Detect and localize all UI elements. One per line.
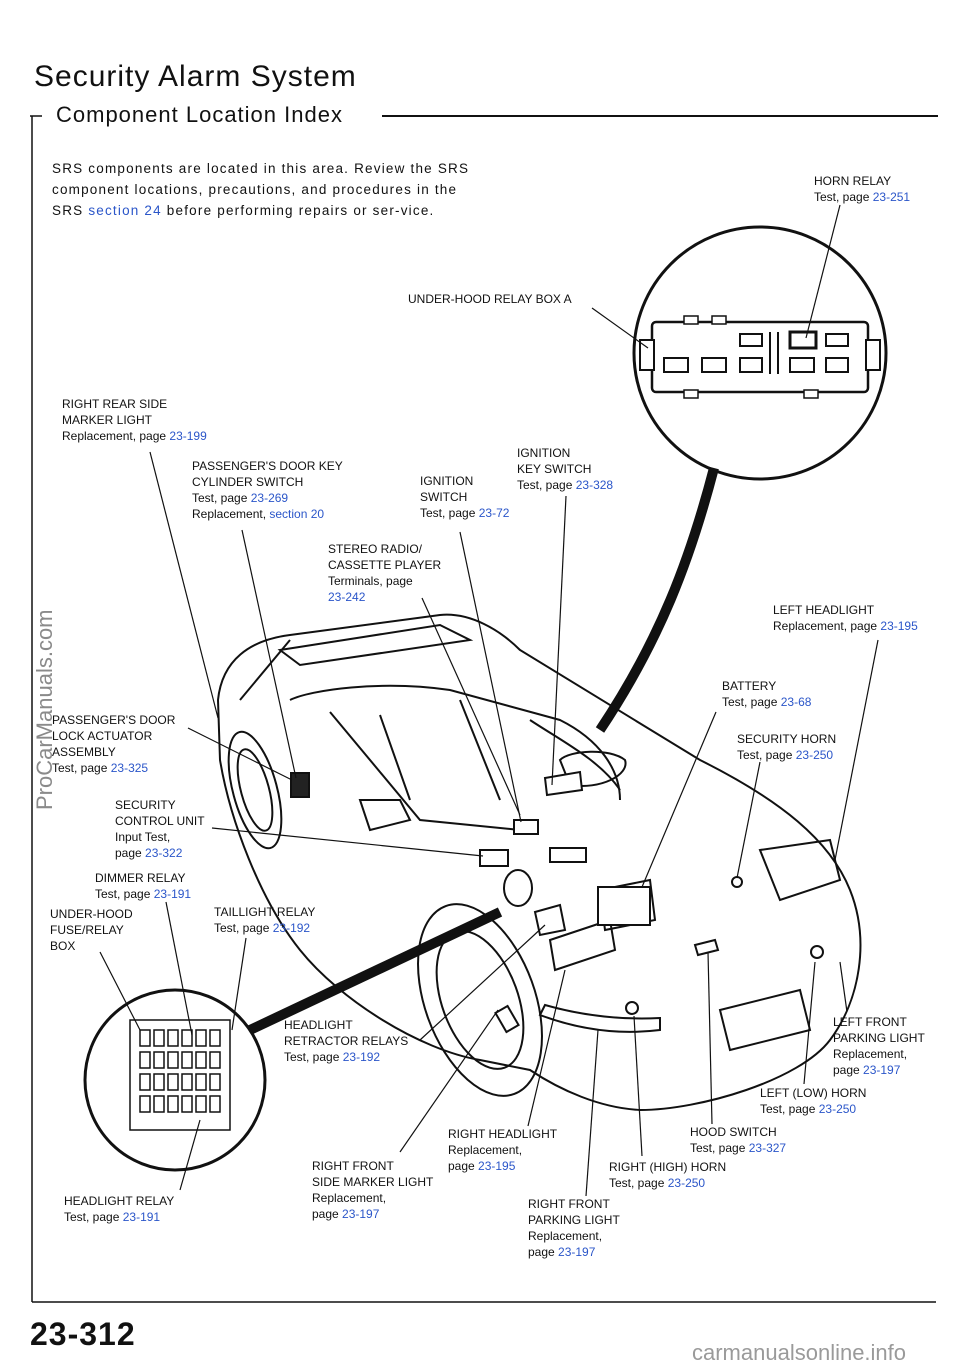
relay-box-a-detail	[632, 225, 888, 481]
intro-paragraph: SRS components are located in this area.…	[52, 158, 482, 221]
ref-link[interactable]: 23-195	[880, 619, 918, 633]
ref-link[interactable]: 23-191	[122, 1210, 161, 1224]
ref-link[interactable]: 23-199	[169, 429, 207, 443]
ref-link[interactable]: 23-197	[342, 1207, 380, 1221]
leader-lines	[99, 204, 879, 1197]
ref-link[interactable]: section 20	[269, 507, 325, 521]
ref-link[interactable]: 23-250	[818, 1102, 857, 1116]
footer-url: carmanualsonline.info	[692, 1340, 907, 1365]
ref-link[interactable]: 23-195	[478, 1159, 516, 1173]
ref-link[interactable]: 23-197	[558, 1245, 596, 1259]
page-number: 23-312	[30, 1316, 136, 1352]
section-subtitle: Component Location Index	[56, 102, 343, 127]
ref-link[interactable]: 23-250	[795, 748, 834, 762]
intro-text-after: before performing repairs or ser-vice.	[161, 203, 435, 218]
ref-link[interactable]: 23-250	[667, 1176, 706, 1190]
side-watermark: ProCarManuals.com	[32, 609, 57, 810]
ref-link[interactable]: 23-269	[250, 491, 289, 505]
ref-link[interactable]: 23-192	[342, 1050, 381, 1064]
ref-link[interactable]: 23-325	[110, 761, 149, 775]
ref-link[interactable]: 23-322	[145, 846, 183, 860]
ref-link[interactable]: 23-192	[272, 921, 311, 935]
ref-link[interactable]: 23-197	[863, 1063, 901, 1077]
srs-section-link[interactable]: section 24	[88, 203, 162, 218]
ref-link[interactable]: 23-251	[872, 190, 911, 204]
car-illustration	[216, 613, 862, 1112]
label-under-hood-relay-box-a: UNDER-HOOD RELAY BOX A	[408, 292, 572, 306]
ref-link[interactable]: 23-68	[780, 695, 812, 709]
ref-link[interactable]: 23-242	[328, 590, 366, 604]
intro-text-before: SRS components are located in this area.…	[52, 161, 470, 218]
ref-link[interactable]: 23-72	[478, 506, 510, 520]
page-title: Security Alarm System	[34, 60, 357, 93]
ref-link[interactable]: 23-327	[748, 1141, 787, 1155]
fuse-box-detail	[83, 988, 267, 1172]
ref-link[interactable]: 23-191	[153, 887, 192, 901]
ref-link[interactable]: 23-328	[575, 478, 614, 492]
